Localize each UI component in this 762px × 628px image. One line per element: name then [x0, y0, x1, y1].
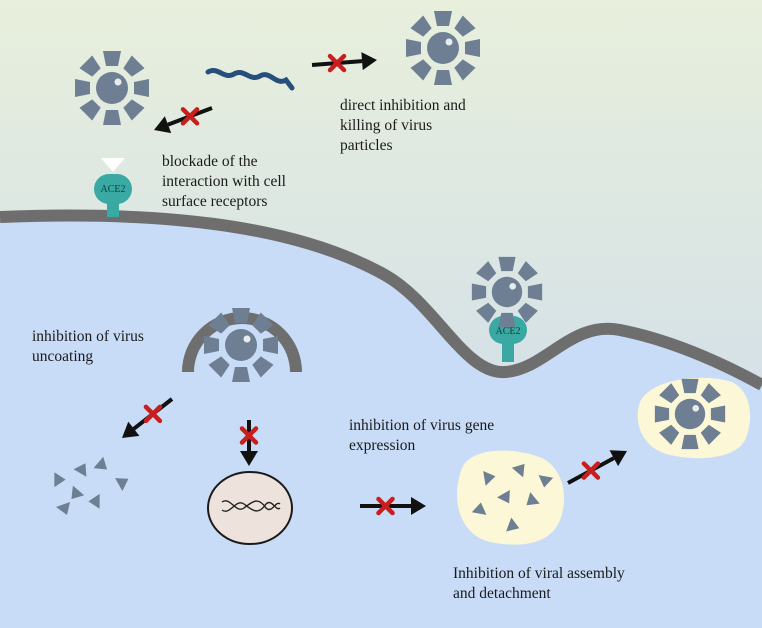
- label-line: surface receptors: [162, 193, 268, 210]
- label-direct-inhibition: direct inhibition and killing of virus p…: [340, 96, 466, 156]
- viral-fragment: [511, 463, 525, 478]
- viral-fragment: [88, 493, 100, 509]
- label-line: interaction with cell: [162, 173, 286, 190]
- virus-particle: [406, 11, 480, 85]
- viral-fragment: [471, 502, 487, 515]
- viral-fragment: [56, 502, 70, 515]
- vesicle-with-viral-fragments: [457, 450, 565, 545]
- label-line: direct inhibition and: [340, 97, 466, 114]
- label-uncoating: inhibition of virus uncoating: [32, 327, 144, 367]
- viral-fragment: [483, 471, 496, 486]
- viral-fragment: [54, 472, 66, 488]
- ace2-receptor-bound: ACE2: [489, 316, 527, 362]
- label-line: killing of virus: [340, 117, 433, 134]
- ace2-receptor-free: ACE2: [94, 158, 132, 217]
- viral-fragment: [71, 485, 85, 500]
- inhibited-arrow: [360, 496, 426, 516]
- cell-interior: [0, 215, 762, 628]
- label-line: uncoating: [32, 348, 94, 365]
- inhibited-arrow: [154, 106, 213, 134]
- label-line: inhibition of virus: [32, 328, 144, 345]
- label-assembly: Inhibition of viral assembly and detachm…: [453, 564, 625, 604]
- virus-particle: [75, 51, 149, 125]
- inhibited-arrow: [567, 450, 627, 485]
- label-line: inhibition of virus gene: [349, 417, 495, 434]
- viral-fragment: [93, 456, 108, 470]
- label-line: blockade of the: [162, 153, 258, 170]
- ace2-label-free: ACE2: [101, 184, 126, 195]
- inhibited-arrow: [311, 52, 377, 73]
- label-blockade: blockade of the interaction with cell su…: [162, 152, 286, 212]
- label-line: particles: [340, 137, 393, 154]
- label-line: expression: [349, 437, 416, 454]
- antiviral-peptide-strand: [205, 68, 295, 91]
- viral-fragments: [54, 456, 554, 532]
- process-arrows: [122, 52, 627, 516]
- virus-particle: [471, 256, 543, 328]
- label-gene-expression: inhibition of virus gene expression: [349, 416, 494, 456]
- virus-particle: [204, 308, 278, 382]
- viral-fragment: [73, 463, 87, 477]
- viral-fragment: [115, 478, 129, 492]
- ace2-label-bound: ACE2: [496, 326, 521, 337]
- label-line: Inhibition of viral assembly: [453, 565, 625, 582]
- virus-particle: [654, 378, 726, 450]
- cell-membrane: [0, 209, 762, 391]
- inhibited-arrow: [239, 420, 259, 466]
- viral-fragment: [538, 475, 554, 488]
- viral-fragment: [526, 492, 540, 506]
- label-line: and detachment: [453, 585, 551, 602]
- virus-particles: [75, 11, 726, 450]
- viral-fragment: [496, 490, 510, 504]
- nucleus: [207, 471, 293, 545]
- viral-fragment: [506, 517, 520, 532]
- inhibited-arrow: [122, 397, 174, 438]
